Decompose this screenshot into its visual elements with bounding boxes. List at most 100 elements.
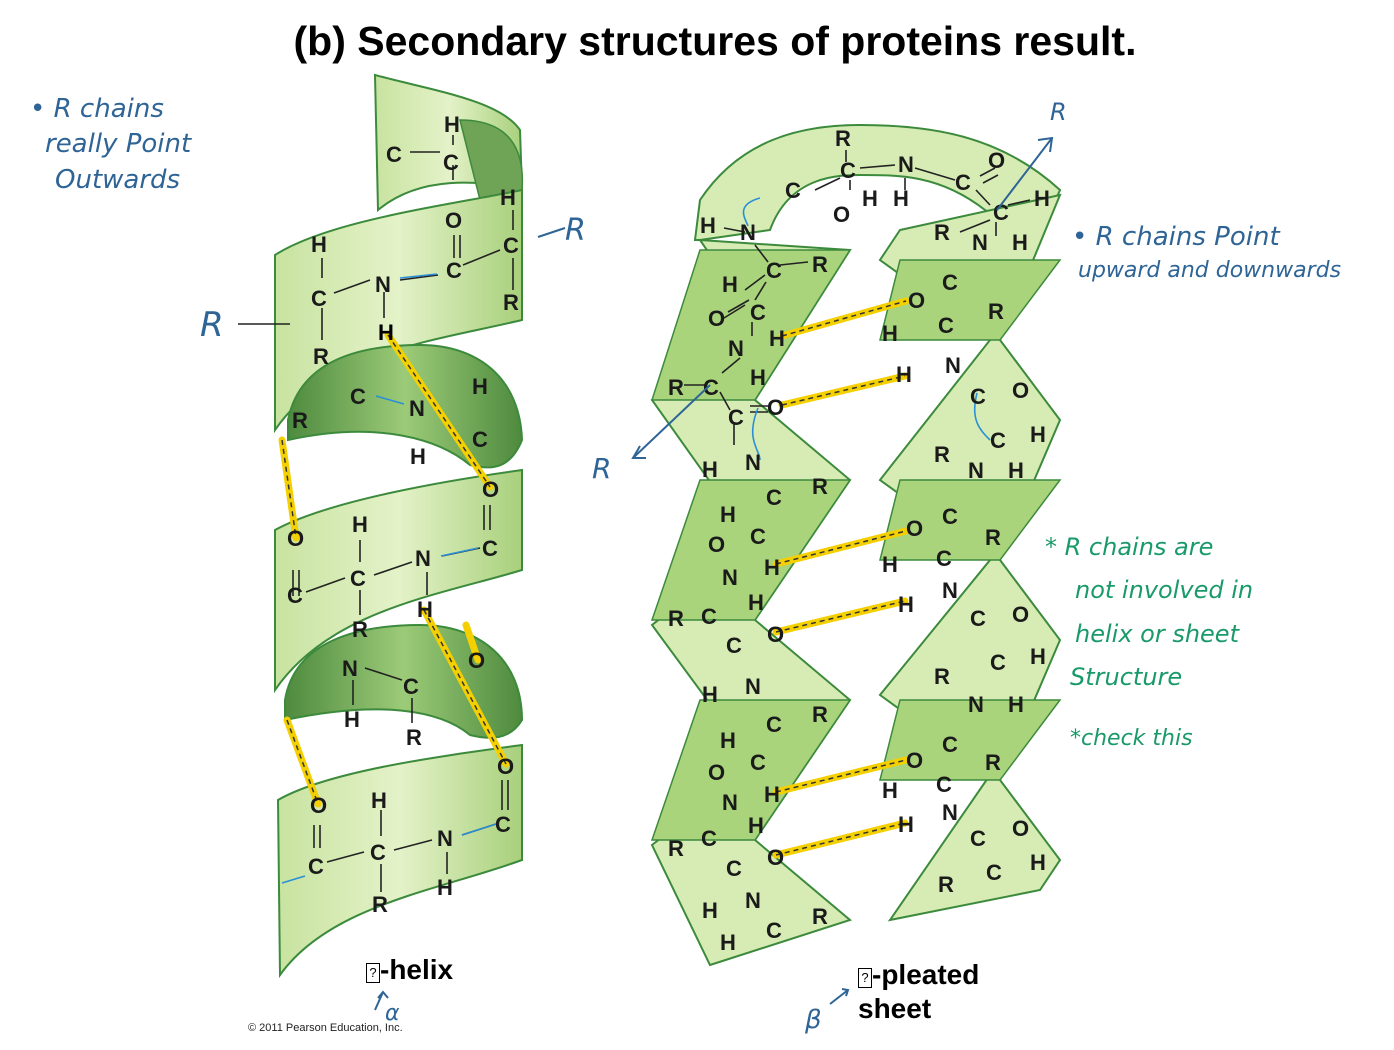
r-label-sheet-top: R [1050,98,1067,126]
svg-text:H: H [344,707,360,732]
helix-bonds [238,135,514,892]
svg-text:R: R [985,525,1001,550]
svg-text:O: O [497,754,514,779]
svg-text:R: R [812,474,828,499]
svg-text:H: H [1008,692,1024,717]
svg-text:H: H [764,782,780,807]
svg-text:C: C [942,270,958,295]
svg-text:C: C [726,633,742,658]
svg-text:C: C [403,674,419,699]
svg-text:N: N [945,353,961,378]
left-note-line-2: really Point [45,129,192,159]
svg-text:R: R [668,836,684,861]
green-note-line-2: not involved in [1075,576,1253,604]
svg-text:C: C [350,566,366,591]
left-note-line-1: • R chains [30,94,164,124]
svg-text:O: O [767,622,784,647]
alpha-helix: H C C H O H C N C C R R H C R N H C H O … [238,73,524,979]
svg-text:R: R [812,702,828,727]
svg-text:O: O [767,845,784,870]
helix-back-band-3 [284,623,524,739]
svg-text:N: N [968,692,984,717]
left-note-line-3: Outwards [55,165,180,195]
svg-text:C: C [970,606,986,631]
svg-text:R: R [934,442,950,467]
svg-text:O: O [1012,602,1029,627]
svg-text:H: H [702,457,718,482]
svg-text:C: C [766,712,782,737]
green-note-line-4: Structure [1070,663,1182,691]
svg-text:R: R [988,299,1004,324]
missing-glyph-icon: ? [366,963,380,983]
svg-text:C: C [840,158,856,183]
svg-text:O: O [1012,816,1029,841]
svg-text:R: R [313,344,329,369]
svg-text:R: R [934,664,950,689]
svg-text:R: R [812,904,828,929]
helix-caption: ?-helix [366,954,453,986]
svg-text:R: R [835,126,851,151]
svg-text:N: N [968,458,984,483]
svg-text:O: O [906,748,923,773]
svg-text:H: H [1030,644,1046,669]
svg-text:H: H [882,321,898,346]
svg-text:H: H [882,778,898,803]
svg-text:H: H [444,112,460,137]
sheet-caption-line-2: sheet [858,993,932,1024]
green-note-line-3: helix or sheet [1075,620,1241,648]
svg-text:H: H [748,590,764,615]
svg-text:O: O [445,208,462,233]
svg-text:H: H [500,185,516,210]
svg-text:C: C [936,772,952,797]
handwritten-notes: • R chains really Point Outwards R R R R… [30,94,1341,1035]
svg-text:C: C [986,860,1002,885]
svg-text:O: O [908,288,925,313]
svg-text:C: C [970,826,986,851]
svg-text:H: H [311,232,327,257]
svg-text:H: H [352,512,368,537]
svg-text:N: N [740,220,756,245]
svg-text:N: N [898,152,914,177]
svg-text:C: C [766,258,782,283]
svg-text:C: C [701,604,717,629]
svg-text:N: N [437,826,453,851]
svg-text:H: H [1030,850,1046,875]
svg-text:O: O [708,532,725,557]
svg-text:R: R [292,408,308,433]
svg-text:C: C [308,854,324,879]
beta-label: β [804,1005,822,1035]
svg-text:N: N [942,578,958,603]
svg-text:H: H [700,213,716,238]
svg-text:O: O [708,306,725,331]
svg-text:O: O [988,148,1005,173]
r-label-sheet-left: R [592,452,611,485]
sheet-caption-line-1: -pleated [872,959,980,990]
svg-text:C: C [990,650,1006,675]
svg-text:N: N [342,656,358,681]
svg-text:R: R [406,725,422,750]
sheet-pleats [650,249,1062,841]
svg-text:H: H [720,502,736,527]
svg-text:H: H [769,326,785,351]
svg-text:O: O [1012,378,1029,403]
svg-text:H: H [417,597,433,622]
svg-text:C: C [993,200,1009,225]
right-note-line-2: upward and downwards [1078,258,1341,283]
svg-text:C: C [726,856,742,881]
svg-text:H: H [1008,458,1024,483]
svg-text:O: O [906,516,923,541]
svg-text:H: H [862,186,878,211]
beta-pleated-sheet: R C N O C C O H H C H H N R N H R C H C … [650,123,1062,967]
svg-text:C: C [386,142,402,167]
annotation-arrows [374,136,1054,1011]
svg-text:H: H [1034,186,1050,211]
r-label-helix: R [565,213,586,248]
svg-text:N: N [722,565,738,590]
svg-text:C: C [785,178,801,203]
svg-text:C: C [750,524,766,549]
svg-text:H: H [898,812,914,837]
svg-text:R: R [985,750,1001,775]
svg-text:H: H [702,898,718,923]
svg-text:H: H [748,813,764,838]
svg-text:C: C [728,405,744,430]
